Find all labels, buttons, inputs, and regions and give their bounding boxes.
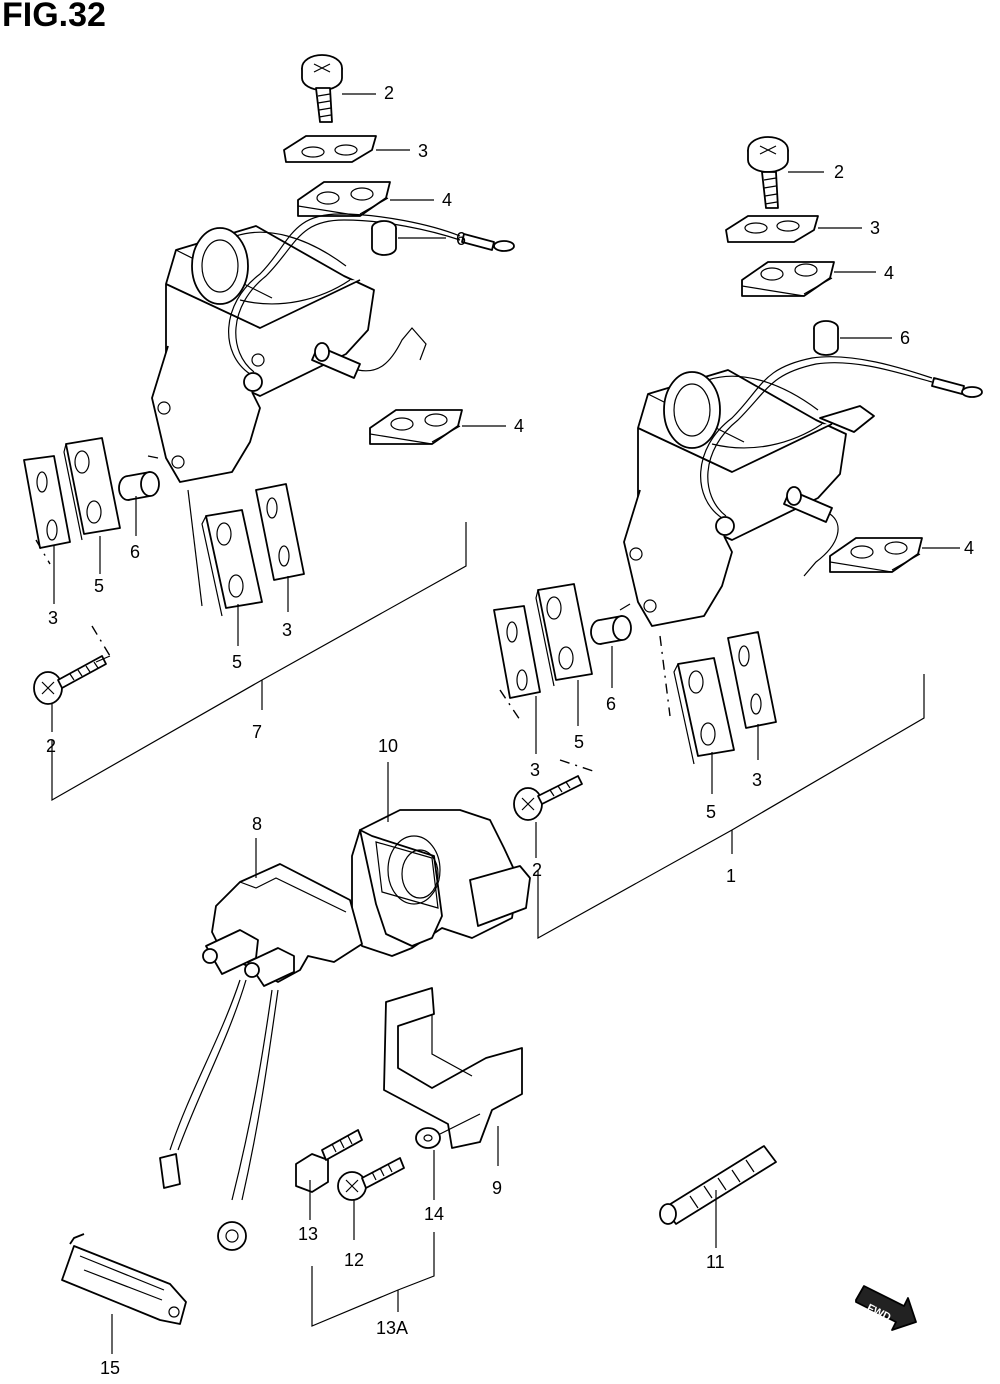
cushion-part-4-right[interactable] — [741, 261, 835, 297]
cushion-part-5-left-b[interactable] — [201, 509, 263, 617]
callout-6: 6 — [130, 542, 140, 562]
cap-part-10[interactable] — [351, 809, 531, 957]
callout-3: 3 — [752, 770, 762, 790]
plate-part-3-left-b[interactable] — [255, 483, 305, 581]
callout-6: 6 — [606, 694, 616, 714]
cushion-part-4-left-lower[interactable] — [369, 409, 463, 445]
plate-part-3-right-b[interactable] — [727, 631, 777, 729]
relay-part-8[interactable] — [159, 863, 363, 1251]
callout-15: 15 — [100, 1358, 120, 1378]
plate-part-3-right[interactable] — [725, 215, 819, 243]
callout-12: 12 — [344, 1250, 364, 1270]
forward-direction-badge: FWD — [855, 1285, 917, 1331]
callout-13: 13 — [298, 1224, 318, 1244]
callout-4: 4 — [884, 263, 894, 283]
callout-5: 5 — [574, 732, 584, 752]
clamp-part-15[interactable] — [61, 1233, 187, 1325]
callout-3: 3 — [282, 620, 292, 640]
callout-2: 2 — [384, 83, 394, 103]
bolt-part-13[interactable] — [295, 1129, 363, 1193]
callout-labels: 2 3 4 6 4 2 3 4 6 4 3 5 6 5 3 2 7 6 5 3 … — [46, 83, 974, 1378]
callout-4: 4 — [964, 538, 974, 558]
collar-part-6-right-top[interactable] — [813, 320, 839, 356]
screw-part-12[interactable] — [337, 1157, 405, 1201]
collar-part-6-left-top[interactable] — [371, 220, 397, 256]
cushion-part-4-right-lower[interactable] — [829, 537, 923, 573]
screw-part-2-left[interactable] — [301, 54, 343, 123]
stud-part-11[interactable] — [659, 1145, 777, 1225]
screw-part-2-left-lower[interactable] — [33, 655, 107, 705]
callout-5: 5 — [232, 652, 242, 672]
callout-5: 5 — [94, 576, 104, 596]
callout-6: 6 — [456, 229, 466, 249]
callout-2: 2 — [834, 162, 844, 182]
plate-part-3-left[interactable] — [283, 135, 377, 163]
callout-11: 11 — [706, 1252, 725, 1272]
cushion-part-4-left[interactable] — [297, 181, 391, 217]
figure-title: FIG.32 — [2, 0, 106, 34]
callout-3: 3 — [48, 608, 58, 628]
left-solenoid-assembly[interactable] — [151, 213, 515, 483]
callout-5: 5 — [706, 802, 716, 822]
callout-9: 9 — [492, 1178, 502, 1198]
callout-3: 3 — [530, 760, 540, 780]
callout-13a: 13A — [376, 1318, 408, 1338]
callout-3: 3 — [870, 218, 880, 238]
callout-3: 3 — [418, 141, 428, 161]
cushion-part-5-right-b[interactable] — [673, 657, 735, 765]
right-solenoid-assembly[interactable] — [623, 356, 983, 627]
collar-part-6-right-b[interactable] — [590, 615, 632, 645]
collar-part-6-left-b[interactable] — [118, 471, 160, 501]
cushion-part-5-right-a[interactable] — [535, 583, 593, 687]
screw-part-2-right[interactable] — [747, 136, 789, 209]
plate-part-3-right-a[interactable] — [493, 605, 541, 699]
screw-part-2-right-lower[interactable] — [513, 775, 583, 821]
callout-4: 4 — [514, 416, 524, 436]
plate-part-3-left-a[interactable] — [23, 455, 71, 549]
bracket-part-9[interactable] — [383, 987, 523, 1149]
callout-2: 2 — [532, 860, 542, 880]
callout-10: 10 — [378, 736, 398, 756]
callout-8: 8 — [252, 814, 262, 834]
callout-4: 4 — [442, 190, 452, 210]
washer-part-14[interactable] — [415, 1127, 441, 1149]
callout-14: 14 — [424, 1204, 444, 1224]
callout-2: 2 — [46, 736, 56, 756]
callout-1: 1 — [726, 866, 736, 886]
callout-6: 6 — [900, 328, 910, 348]
callout-7: 7 — [252, 722, 262, 742]
cushion-part-5-left-a[interactable] — [63, 437, 121, 541]
